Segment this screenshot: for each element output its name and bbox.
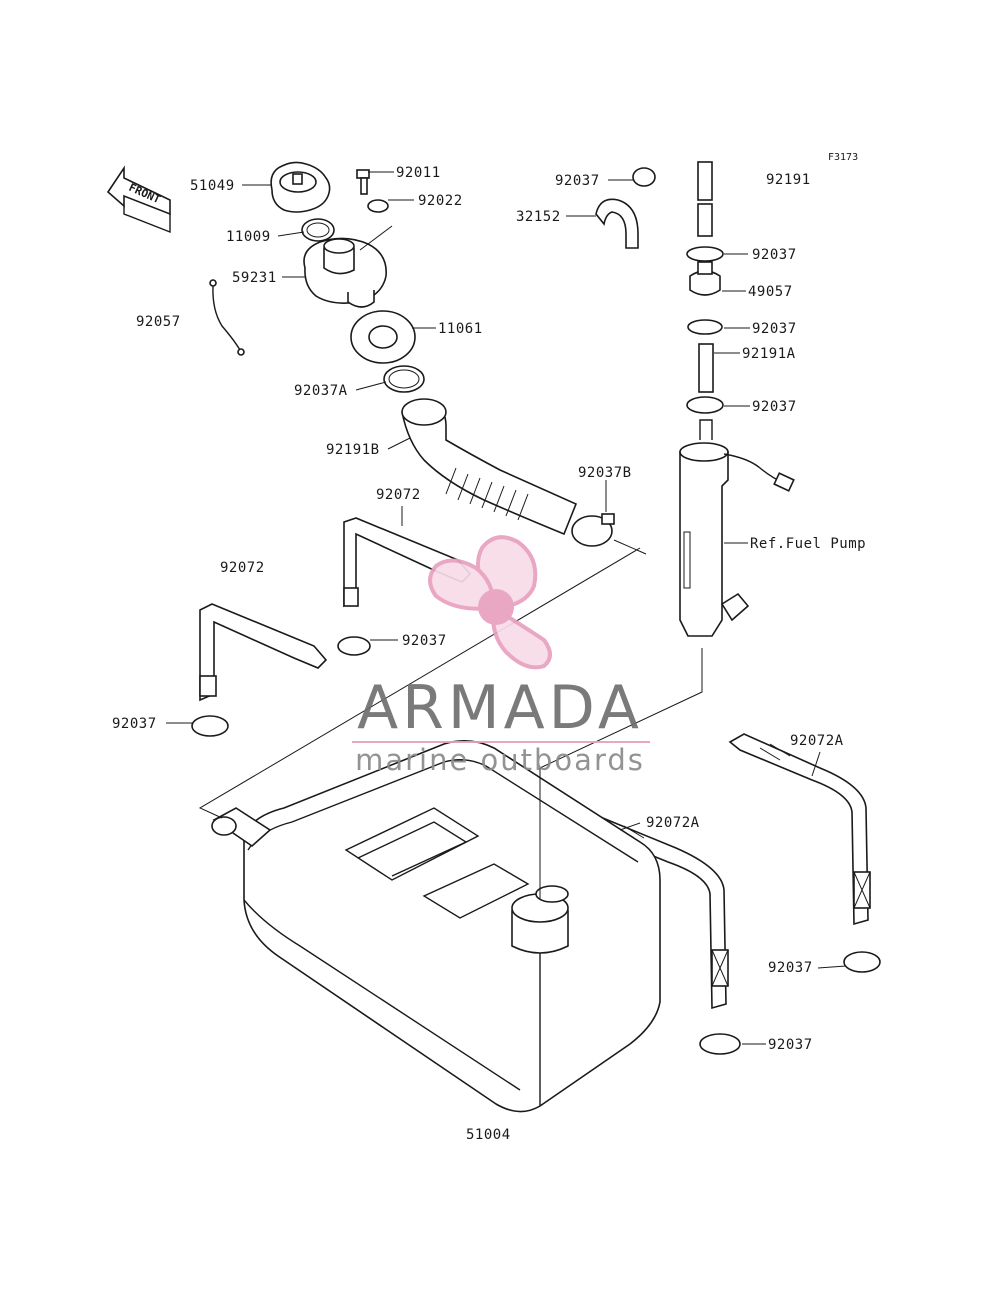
part-label-92191a: 92191A bbox=[742, 346, 796, 362]
tank-strap-middle bbox=[582, 815, 729, 1010]
part-label-92072-left: 92072 bbox=[220, 560, 265, 576]
gasket-ring bbox=[301, 218, 335, 242]
part-label-92191: 92191 bbox=[766, 172, 811, 188]
part-label-49057: 49057 bbox=[748, 284, 793, 300]
flange-gasket bbox=[350, 310, 416, 364]
part-label-92072-upper: 92072 bbox=[376, 487, 421, 503]
part-label-92037a: 92037A bbox=[294, 383, 348, 399]
part-label-92037-strap-left: 92037 bbox=[112, 716, 157, 732]
propeller-logo-icon bbox=[428, 535, 552, 670]
watermark-tagline: marine outboards bbox=[355, 743, 645, 777]
part-label-92037-pump-3: 92037 bbox=[752, 399, 797, 415]
strap-clamp-left bbox=[191, 715, 229, 737]
part-label-92037b: 92037B bbox=[578, 465, 632, 481]
ground-wire bbox=[209, 279, 245, 356]
bolt bbox=[356, 169, 370, 195]
leader-lines bbox=[166, 171, 847, 1045]
figure-code: F3173 bbox=[828, 152, 858, 163]
part-label-92072a-right: 92072A bbox=[790, 733, 844, 749]
part-label-92022: 92022 bbox=[418, 193, 463, 209]
part-label-92072a-middle: 92072A bbox=[646, 815, 700, 831]
strap-clamp-right bbox=[843, 951, 881, 973]
washer bbox=[367, 199, 389, 213]
fuel-tank bbox=[211, 740, 661, 1113]
filler-hose bbox=[401, 398, 578, 536]
vent-clamp bbox=[632, 167, 656, 187]
armada-watermark: ARMADA marine outboards bbox=[352, 535, 650, 777]
part-label-51049: 51049 bbox=[190, 178, 235, 194]
fuel-pump bbox=[679, 419, 795, 637]
front-arrow-icon: FRONT bbox=[106, 165, 171, 234]
part-label-59231: 59231 bbox=[232, 270, 277, 286]
tank-strap-right bbox=[728, 733, 871, 926]
watermark-brand: ARMADA bbox=[357, 673, 643, 743]
strap-clamp-middle bbox=[699, 1033, 741, 1055]
tank-strap-left bbox=[199, 603, 328, 702]
part-label-92037-strap-upper: 92037 bbox=[402, 633, 447, 649]
part-label-ref-fuel-pump: Ref.Fuel Pump bbox=[750, 536, 866, 552]
part-label-92037-pump-1: 92037 bbox=[752, 247, 797, 263]
vent-hose bbox=[595, 198, 639, 249]
part-label-92191b: 92191B bbox=[326, 442, 380, 458]
fuel-cap bbox=[270, 161, 331, 213]
pump-feed-tube bbox=[686, 161, 724, 414]
part-label-92011: 92011 bbox=[396, 165, 441, 181]
strap-clamp-upper bbox=[337, 636, 371, 656]
part-label-92037-pump-2: 92037 bbox=[752, 321, 797, 337]
part-label-32152: 32152 bbox=[516, 209, 561, 225]
filler-neck bbox=[303, 237, 387, 308]
part-label-51004: 51004 bbox=[466, 1127, 511, 1143]
part-label-92037-top: 92037 bbox=[555, 173, 600, 189]
part-label-92057: 92057 bbox=[136, 314, 181, 330]
part-label-11061: 11061 bbox=[438, 321, 483, 337]
part-label-92037-middle: 92037 bbox=[768, 1037, 813, 1053]
part-label-92037-right: 92037 bbox=[768, 960, 813, 976]
part-label-11009: 11009 bbox=[226, 229, 271, 245]
